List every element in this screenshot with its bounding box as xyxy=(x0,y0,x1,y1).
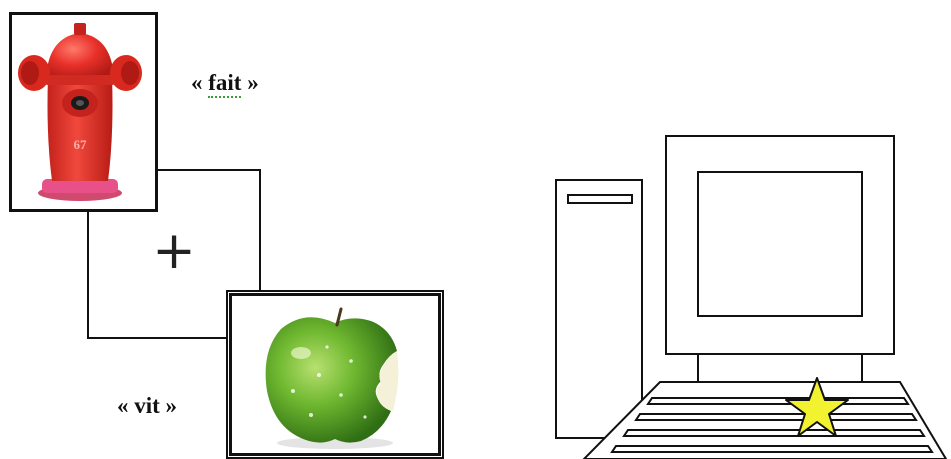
word-fait: fait xyxy=(208,70,241,98)
plus-icon: + xyxy=(148,225,200,277)
word-vit-label: « vit » xyxy=(117,393,177,419)
hydrant-picture-frame: 67 xyxy=(9,12,158,212)
word-fait-label: « fait » xyxy=(191,70,259,96)
hydrant-number: 67 xyxy=(74,137,88,152)
apple-picture-frame xyxy=(226,290,444,459)
fire-hydrant-icon: 67 xyxy=(12,15,155,209)
desktop-computer-icon xyxy=(540,128,951,459)
